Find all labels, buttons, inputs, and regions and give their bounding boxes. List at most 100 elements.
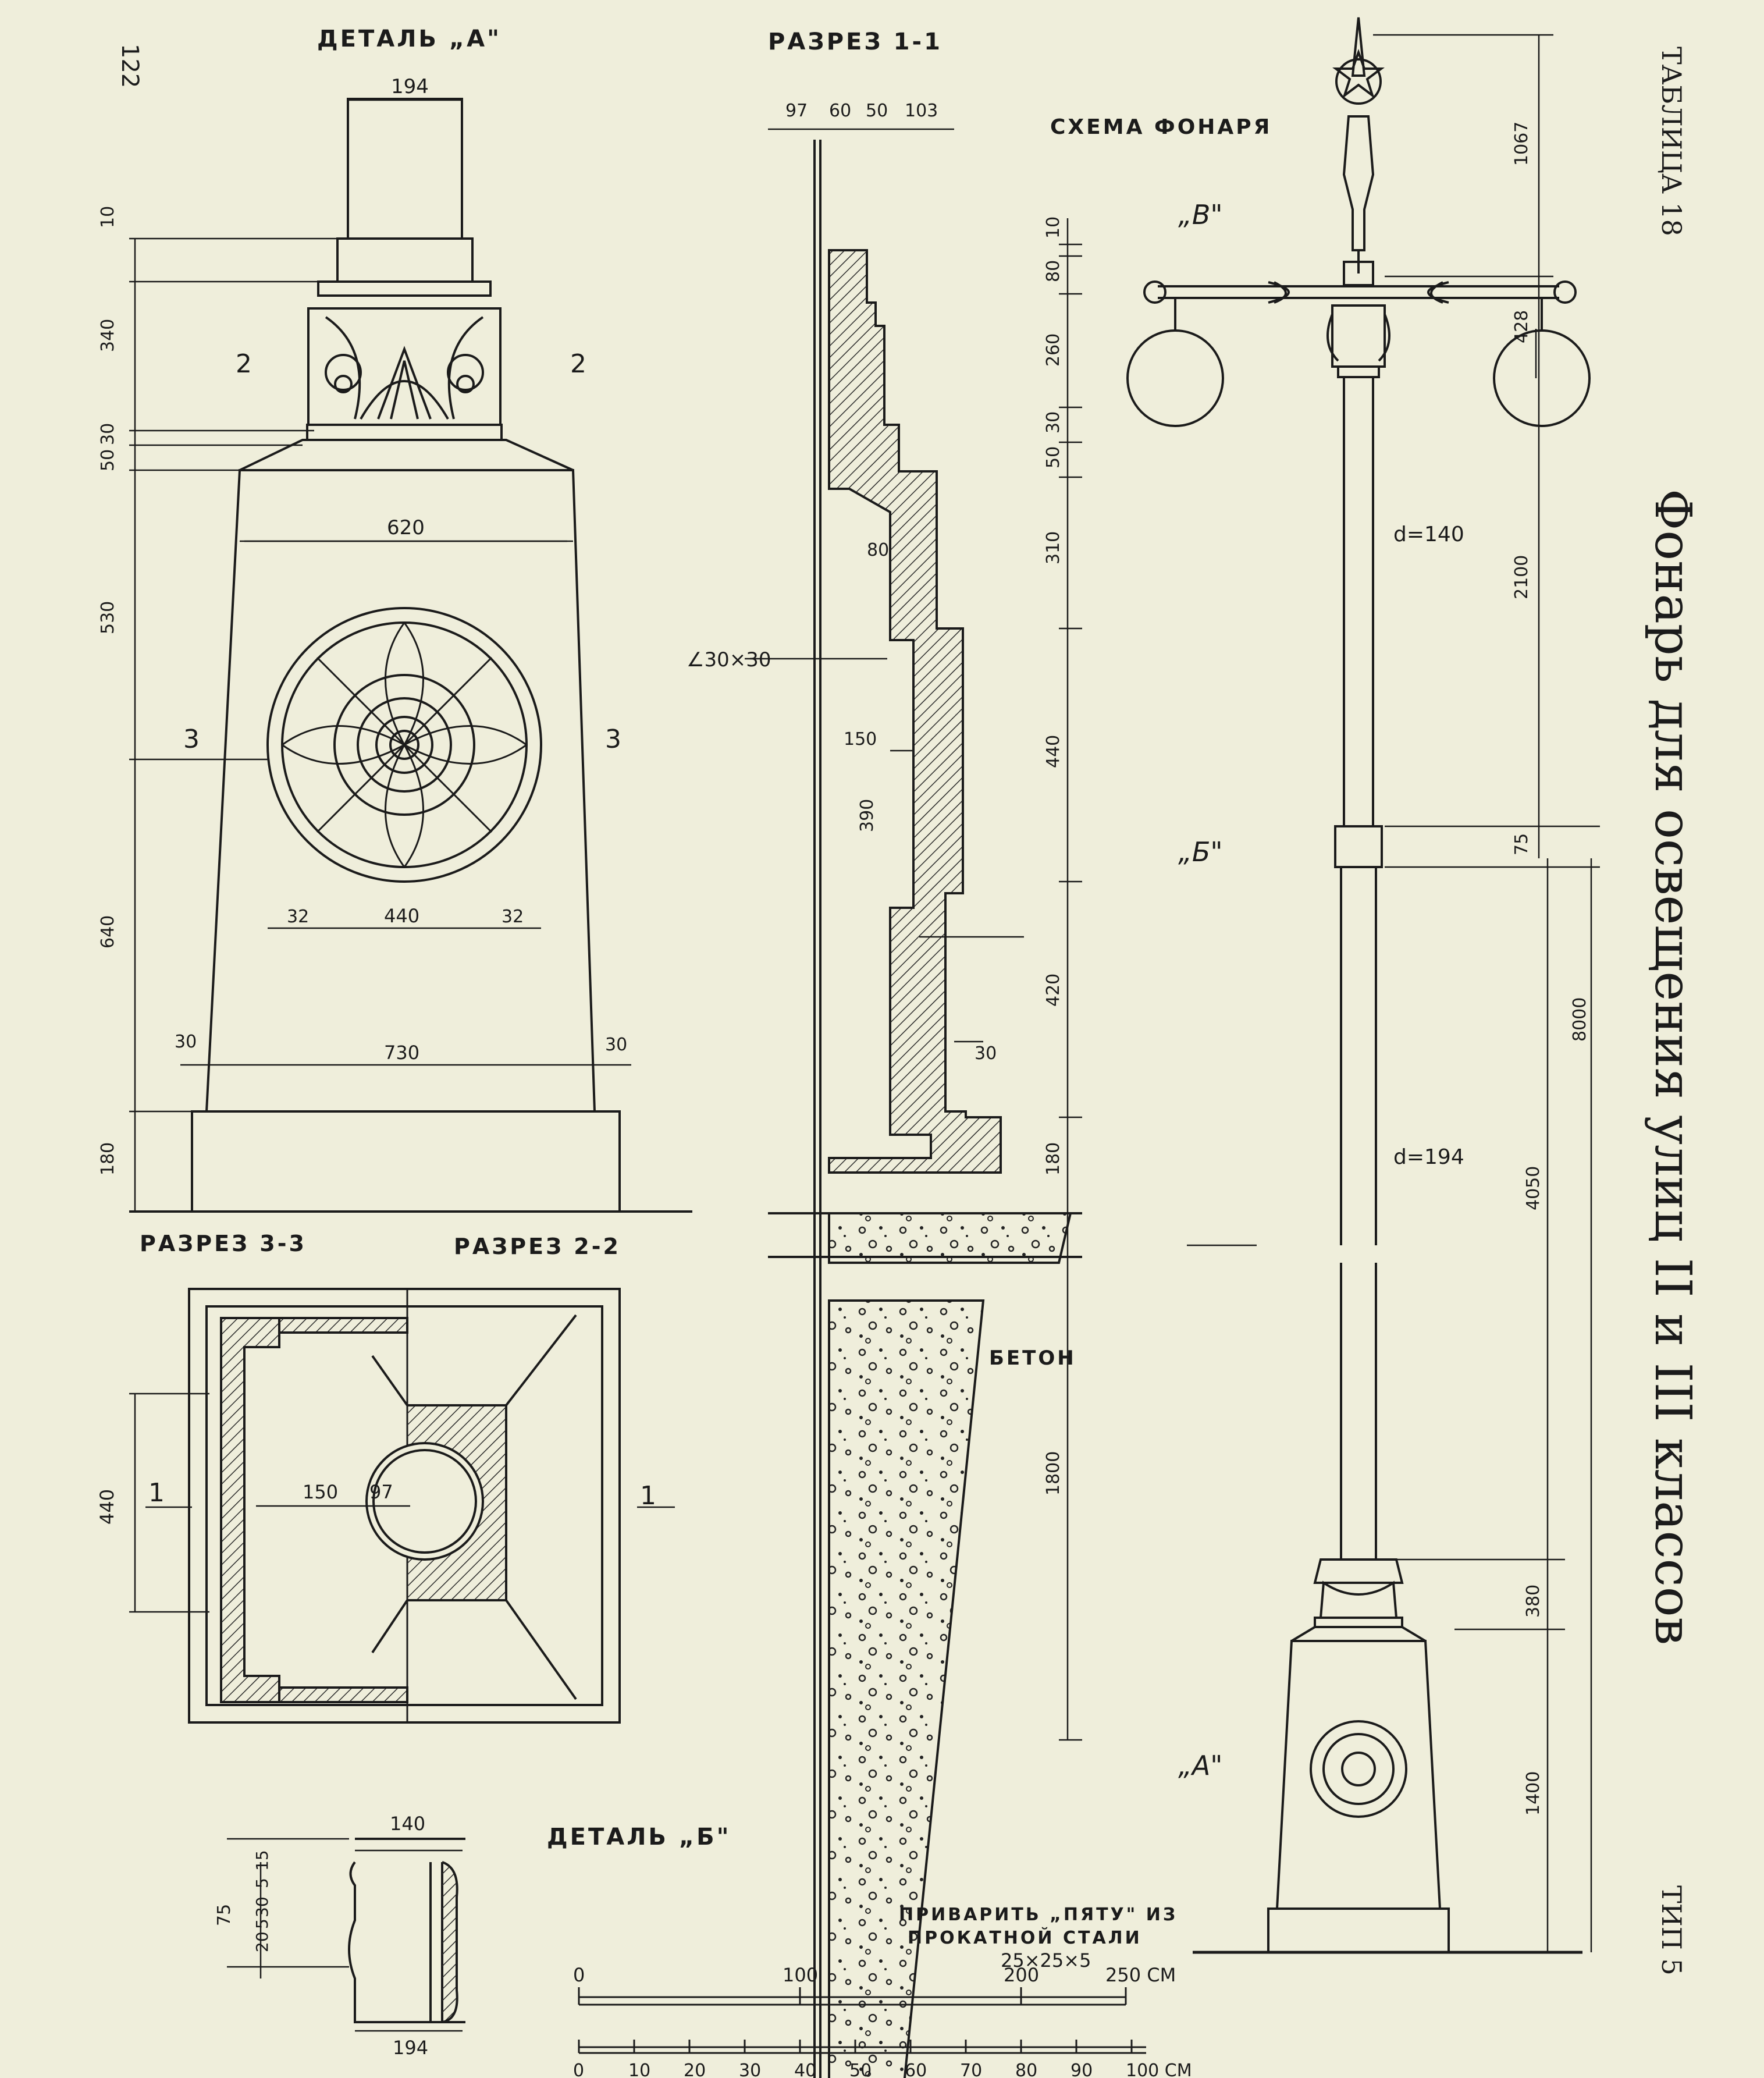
dim: 4050 xyxy=(1523,1166,1544,1210)
dim: 340 xyxy=(98,319,118,352)
dim: 80 xyxy=(867,540,889,560)
detail-a-dimension-lines xyxy=(129,99,692,1213)
dim: 194 xyxy=(391,75,429,98)
right-globe xyxy=(1493,329,1591,427)
dim: 97 xyxy=(785,101,808,121)
scale2-label: 90 xyxy=(1071,2061,1093,2078)
dim: 50 xyxy=(98,449,118,471)
scale1-label: 100 xyxy=(783,1964,818,1986)
dim: 2100 xyxy=(1512,555,1532,599)
dim: 97 xyxy=(369,1481,393,1503)
callout-v: „В" xyxy=(1178,199,1223,230)
diameter-bottom: d=194 xyxy=(1393,1145,1464,1169)
dim: 180 xyxy=(98,1142,118,1175)
dim: 640 xyxy=(98,915,118,949)
dim: 380 xyxy=(1523,1585,1544,1618)
dim: 420 xyxy=(1043,974,1064,1007)
dim: 32 xyxy=(287,907,309,927)
section-3-3-2-2-drawing xyxy=(188,1288,621,1724)
dim: 5 xyxy=(252,1919,272,1929)
type-label: ТИП 5 xyxy=(1656,1885,1687,1976)
scheme-capital xyxy=(1319,1580,1398,1619)
dim: 440 xyxy=(1043,735,1064,768)
dim: 30 xyxy=(605,1035,627,1055)
heading-detail-a: ДЕТАЛЬ „А" xyxy=(317,26,502,52)
dim: 32 xyxy=(502,907,524,927)
dim: 1400 xyxy=(1523,1771,1544,1816)
callout-b: „Б" xyxy=(1178,836,1223,868)
dim: 440 xyxy=(384,905,419,927)
rosette-ornament xyxy=(282,622,527,868)
dim: 50 xyxy=(866,101,888,121)
page-number: 122 xyxy=(116,44,143,88)
weld-note-1: ПРИВАРИТЬ „ПЯТУ" ИЗ xyxy=(899,1905,1178,1925)
table-label: ТАБЛИЦА 18 xyxy=(1656,47,1687,236)
dim: 30 xyxy=(975,1043,997,1064)
detail-b-dimension-lines xyxy=(227,1838,463,2032)
callout-a: „А" xyxy=(1178,1750,1222,1781)
dim: 75 xyxy=(214,1904,234,1926)
scale1-label: 200 xyxy=(1004,1964,1039,1986)
lamp-scheme-drawing xyxy=(1126,17,1591,1954)
dim: 194 xyxy=(393,2037,428,2059)
scale2-label: 80 xyxy=(1015,2061,1037,2078)
dim: 15 xyxy=(252,1850,272,1871)
section-1-1-wall xyxy=(828,249,1002,1174)
dim: 310 xyxy=(1043,531,1064,564)
lamp-scheme-dimension-lines xyxy=(1187,34,1600,1952)
heading-scheme: СХЕМА ФОНАРЯ xyxy=(1050,115,1272,139)
weld-note-2: ПРОКАТНОЙ СТАЛИ xyxy=(908,1927,1142,1948)
scale2-label: 70 xyxy=(960,2061,982,2078)
dim: 1067 xyxy=(1512,122,1532,166)
scale2-label: 30 xyxy=(739,2061,761,2078)
dim: 730 xyxy=(384,1042,419,1064)
detail-b-drawing xyxy=(348,1838,465,2023)
section-1-1-drawing xyxy=(768,140,1082,2078)
dim: 103 xyxy=(905,101,938,121)
scale2-label: 0 xyxy=(573,2061,584,2078)
scale2-label: 50 xyxy=(849,2061,872,2078)
mark-2-left: 2 xyxy=(236,349,252,379)
dim: 60 xyxy=(829,101,851,121)
scale2-label: 60 xyxy=(905,2061,927,2078)
dim: 5 xyxy=(252,1878,272,1888)
dim: 140 xyxy=(390,1813,425,1835)
section-3-3-dimension-lines xyxy=(129,1393,675,1613)
dim: 8000 xyxy=(1570,997,1590,1042)
callout-angle: ∠30×30 xyxy=(687,648,771,672)
dim: 20 xyxy=(252,1931,272,1952)
dim: 50 xyxy=(1043,446,1064,468)
heading-section-2-2: РАЗРЕЗ 2-2 xyxy=(454,1234,621,1259)
dim: 260 xyxy=(1043,333,1064,367)
scale1-label: 0 xyxy=(573,1964,585,1986)
dim: 30 xyxy=(252,1896,272,1917)
callout-concrete: БЕТОН xyxy=(989,1347,1076,1370)
mark-1-left: 1 xyxy=(148,1478,165,1508)
heading-section-3-3: РАЗРЕЗ 3-3 xyxy=(140,1231,307,1256)
mark-3-right: 3 xyxy=(605,724,621,754)
dim: 30 xyxy=(175,1032,197,1052)
dim: 1800 xyxy=(1043,1451,1064,1496)
section-1-1-dimension-lines xyxy=(745,128,1082,1741)
scale-bars xyxy=(578,1987,1146,2054)
dim: 30 xyxy=(98,423,118,445)
mark-2-right: 2 xyxy=(570,349,586,379)
dim: 530 xyxy=(98,601,118,634)
dim: 10 xyxy=(1043,216,1064,239)
mark-3-left: 3 xyxy=(183,724,200,754)
dim: 440 xyxy=(96,1489,118,1525)
dim: 80 xyxy=(1043,260,1064,282)
scale2-label: 40 xyxy=(794,2061,816,2078)
dim: 75 xyxy=(1512,833,1532,855)
star-finial xyxy=(1332,17,1385,99)
dim: 150 xyxy=(303,1481,338,1503)
dim: 390 xyxy=(857,799,877,832)
dim: 180 xyxy=(1043,1142,1064,1175)
dim: 30 xyxy=(1043,411,1064,434)
heading-section-1-1: РАЗРЕЗ 1-1 xyxy=(768,29,943,55)
sheet-title: Фонарь для освещения улиц II и III класс… xyxy=(1644,489,1702,1646)
capital-ornament xyxy=(325,316,484,420)
diameter-top: d=140 xyxy=(1393,523,1464,546)
mark-1-right: 1 xyxy=(640,1481,656,1511)
